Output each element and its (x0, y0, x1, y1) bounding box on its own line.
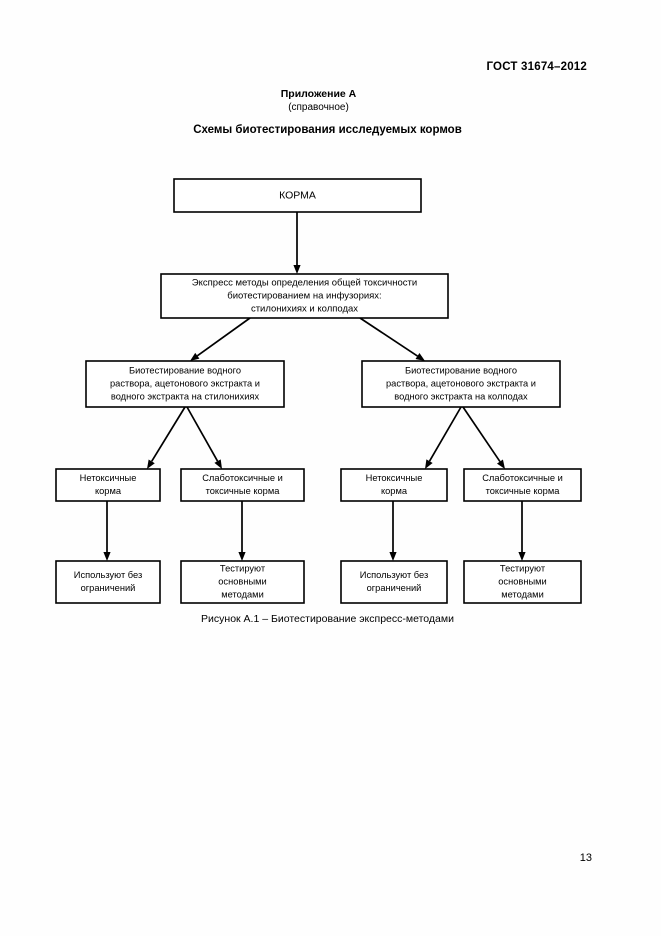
flow-node-label: методами (221, 589, 264, 599)
flow-node-label: токсичные корма (486, 486, 561, 496)
flow-node-feeds: КОРМА (173, 178, 422, 213)
flow-arrow (103, 501, 111, 561)
flow-node-label: основными (498, 576, 546, 586)
flow-arrow (190, 317, 251, 361)
standard-header: ГОСТ 31674–2012 (486, 61, 587, 73)
flow-node-label: Нетоксичные (80, 473, 137, 483)
flow-node-nontoxic-right: Нетоксичные корма (340, 468, 448, 502)
flow-node-test-right: Тестируют основными методами (463, 560, 582, 604)
flow-node-label: Используют без (74, 570, 142, 580)
flow-arrow (425, 406, 462, 469)
flow-node-label: методами (501, 589, 544, 599)
flow-arrow (462, 406, 505, 469)
flow-node-label: стилонихиях и колподах (251, 304, 358, 315)
flow-node-label: ограничений (81, 583, 136, 593)
appendix-kind: (справочное) (288, 102, 349, 113)
flow-arrow (359, 317, 425, 361)
figure-caption: Рисунок А.1 – Биотестирование экспресс-м… (201, 613, 454, 625)
flow-node-test-left: Тестируют основными методами (180, 560, 305, 604)
flow-node-label: Слаботоксичные и (482, 473, 563, 483)
flow-node-express: Экспресс методы определения общей токсич… (160, 273, 449, 319)
flow-node-colpoda: Биотестирование водного раствора, ацетоно… (361, 360, 561, 408)
appendix-label: Приложение А (280, 88, 357, 100)
flowchart-diagram: КОРМА Экспресс методы определения общей т… (55, 178, 582, 604)
flow-node-label: корма (95, 486, 122, 496)
flow-node-label: водного экстракта на стилонихиях (111, 391, 260, 401)
page-title: Схемы биотестирования исследуемых кормов (193, 124, 462, 136)
flow-node-nontoxic-left: Нетоксичные корма (55, 468, 161, 502)
flow-node-label: раствора, ацетонового экстракта и (110, 378, 260, 388)
flow-node-label: водного экстракта на колподах (394, 391, 528, 401)
flow-arrow (518, 501, 526, 561)
flow-node-label: ограничений (367, 583, 422, 593)
flow-node-label: токсичные корма (206, 486, 281, 496)
flow-node-stylonychia: Биотестирование водного раствора, ацетоно… (85, 360, 285, 408)
flow-arrow (238, 501, 246, 561)
flow-node-label: корма (381, 486, 408, 496)
flow-node-use-left: Используют без ограничений (55, 560, 161, 604)
flow-node-label: Тестируют (220, 564, 266, 574)
flowchart-edge-layer (103, 212, 526, 561)
flow-node-label: биотестированием на инфузориях: (227, 291, 381, 302)
flow-arrow (147, 406, 186, 469)
flow-arrow (186, 406, 222, 469)
page-number: 13 (579, 852, 592, 864)
flow-node-label: КОРМА (279, 189, 316, 201)
flow-node-label: Тестируют (500, 564, 546, 574)
flow-node-label: Биотестирование водного (129, 366, 241, 376)
flow-node-use-right: Используют без ограничений (340, 560, 448, 604)
flow-node-label: Нетоксичные (366, 473, 423, 483)
flow-node-label: раствора, ацетонового экстракта и (386, 378, 536, 388)
flowchart-node-layer: КОРМА Экспресс методы определения общей т… (55, 178, 582, 604)
flow-node-toxic-right: Слаботоксичные и токсичные корма (463, 468, 582, 502)
flow-arrow (389, 501, 397, 561)
flow-node-label: Используют без (360, 570, 428, 580)
flow-node-label: Биотестирование водного (405, 366, 517, 376)
flow-arrow (293, 212, 301, 274)
flow-node-label: Экспресс методы определения общей токсич… (192, 277, 417, 288)
flow-node-label: Слаботоксичные и (202, 473, 283, 483)
flow-node-toxic-left: Слаботоксичные и токсичные корма (180, 468, 305, 502)
flow-node-label: основными (218, 576, 266, 586)
